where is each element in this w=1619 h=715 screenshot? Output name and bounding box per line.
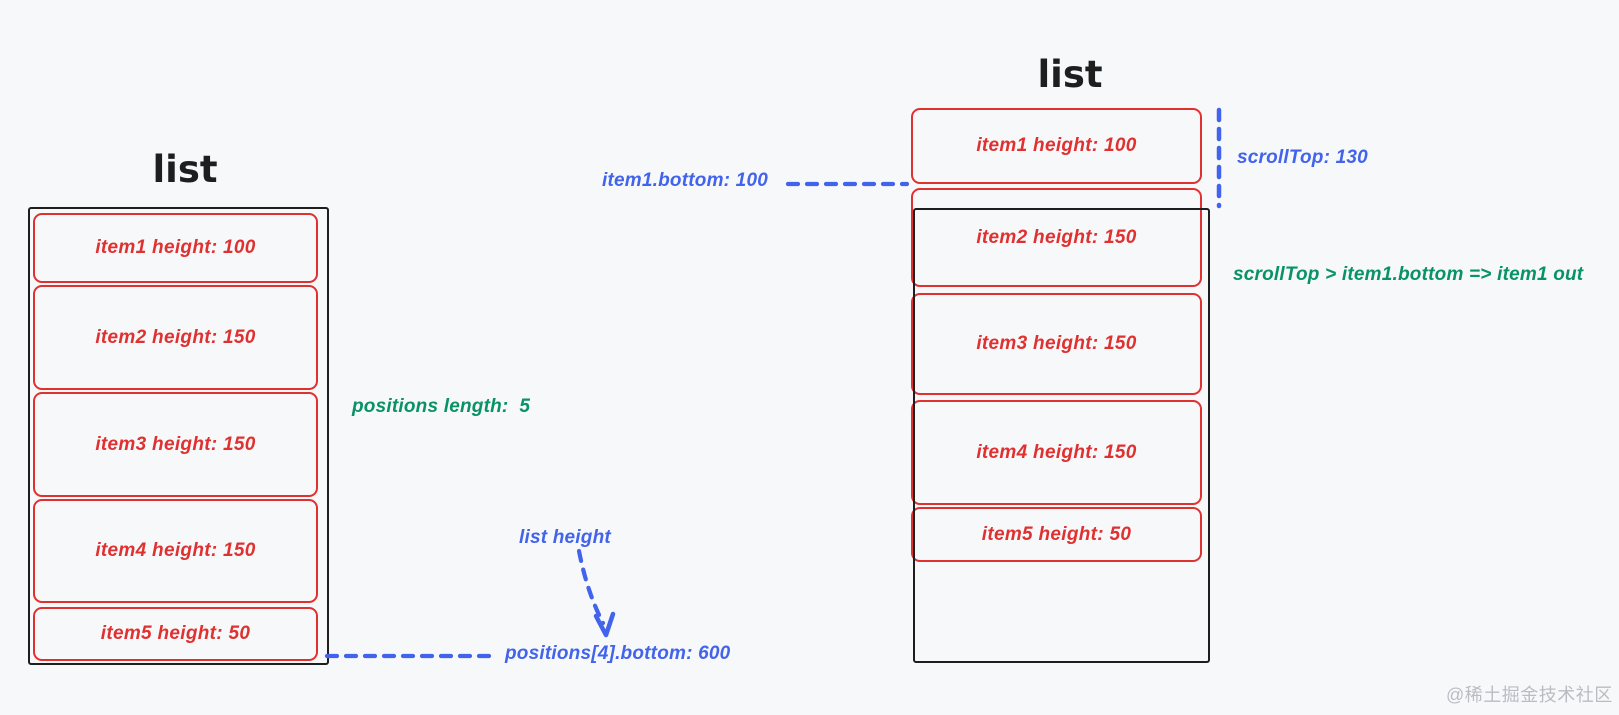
- right-list-item-3-label: item3 height: 150: [976, 333, 1137, 354]
- right-list-item-2: item2 height: 150: [911, 188, 1202, 287]
- right-list-title: list: [1037, 53, 1103, 96]
- right-list-item-5-label: item5 height: 50: [981, 523, 1132, 545]
- left-list-item-3-label: item3 height: 150: [95, 433, 256, 455]
- right-list-item-4: item4 height: 150: [911, 400, 1202, 505]
- list-height-label: list height: [519, 527, 611, 548]
- left-list-item-3: item3 height: 150: [33, 392, 318, 497]
- left-list-item-4: item4 height: 150: [33, 499, 318, 603]
- right-list-item-2-label: item2 height: 150: [976, 226, 1137, 248]
- scrolltop-value-label: scrollTop: 130: [1237, 147, 1368, 168]
- left-list-title: list: [152, 148, 218, 191]
- right-list-item-3: item3 height: 150: [911, 293, 1202, 395]
- right-list-viewport: [913, 208, 1210, 663]
- left-list-item-2-label: item2 height: 150: [95, 326, 256, 348]
- right-list-item-5: item5 height: 50: [911, 507, 1202, 562]
- left-list-container: [28, 207, 329, 665]
- right-list-item-4-label: item4 height: 150: [976, 441, 1137, 463]
- left-list-item-4-label: item4 height: 150: [95, 540, 256, 561]
- left-list-item-5: item5 height: 50: [33, 607, 318, 661]
- scroll-rule-label: scrollTop > item1.bottom => item1 out: [1233, 264, 1584, 285]
- left-list-item-5-label: item5 height: 50: [100, 623, 251, 644]
- item1-bottom-label: item1.bottom: 100: [602, 170, 768, 191]
- right-list-item-1: item1 height: 100: [911, 108, 1202, 184]
- left-list-item-1: item1 height: 100: [33, 213, 318, 283]
- list-height-arrow-head: [593, 611, 616, 638]
- positions-length-label: positions length: 5: [352, 396, 531, 417]
- left-list-item-1-label: item1 height: 100: [95, 237, 256, 258]
- list-height-arrow-shaft: [576, 548, 606, 626]
- positions4-bottom-label: positions[4].bottom: 600: [505, 643, 731, 664]
- watermark: @稀土掘金技术社区: [1446, 685, 1613, 705]
- right-list-item-1-label: item1 height: 100: [976, 135, 1137, 156]
- left-list-item-2: item2 height: 150: [33, 285, 318, 390]
